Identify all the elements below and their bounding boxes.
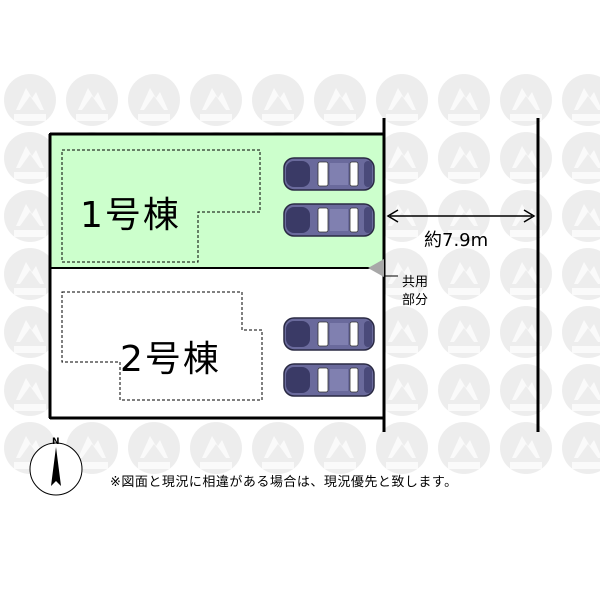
watermark-logo-icon <box>314 74 366 126</box>
watermark-logo-icon <box>500 74 552 126</box>
watermark-logo-icon <box>500 364 552 416</box>
lot1-label: 1号棟 <box>80 195 181 236</box>
watermark-logo-icon <box>438 248 490 300</box>
watermark-logo-icon <box>438 364 490 416</box>
watermark-logo-icon <box>500 248 552 300</box>
watermark-logo-icon <box>500 422 552 474</box>
arrowhead-left-icon <box>386 209 399 223</box>
watermark-logo-icon <box>4 190 56 242</box>
watermark-logo-icon <box>252 422 304 474</box>
watermark-logo-icon <box>4 364 56 416</box>
shared-part-label-line1: 共用 <box>402 275 429 290</box>
watermark-logo-icon <box>252 74 304 126</box>
watermark-logo-icon <box>128 74 180 126</box>
lot2-building-footprint <box>61 291 263 401</box>
north-arrow-icon <box>29 442 83 496</box>
car-icon <box>283 317 375 351</box>
watermark-logo-icon <box>562 248 600 300</box>
watermark-logo-icon <box>500 306 552 358</box>
road-width-label: 約7.9m <box>424 230 489 251</box>
watermark-logo-icon <box>314 422 366 474</box>
watermark-logo-icon <box>562 306 600 358</box>
watermark-logo-icon <box>190 422 242 474</box>
lot2-label: 2号棟 <box>120 339 221 380</box>
watermark-logo-icon <box>128 422 180 474</box>
shared-part-label-line2: 部分 <box>402 293 429 308</box>
watermark-logo-icon <box>4 74 56 126</box>
watermark-logo-icon <box>562 132 600 184</box>
disclaimer-text: ※図面と現況に相違がある場合は、現況優先と致します。 <box>110 475 458 490</box>
watermark-logo-icon <box>500 132 552 184</box>
watermark-logo-icon <box>438 422 490 474</box>
lot1-building-footprint <box>61 149 261 263</box>
watermark-logo-icon <box>438 132 490 184</box>
watermark-logo-icon <box>562 364 600 416</box>
watermark-logo-icon <box>562 422 600 474</box>
watermark-logo-icon <box>4 248 56 300</box>
watermark-logo-icon <box>562 190 600 242</box>
watermark-logo-icon <box>438 74 490 126</box>
watermark-logo-icon <box>4 306 56 358</box>
car-icon <box>283 157 375 191</box>
lot1-area <box>49 133 385 269</box>
shared-part-marker-icon <box>368 259 384 277</box>
north-label: N <box>52 437 60 447</box>
car-icon <box>283 363 375 397</box>
watermark-logo-icon <box>66 74 118 126</box>
car-icon <box>283 203 375 237</box>
watermark-logo-icon <box>190 74 242 126</box>
watermark-logo-icon <box>562 74 600 126</box>
watermark-logo-icon <box>4 132 56 184</box>
arrowhead-right-icon <box>523 209 536 223</box>
watermark-logo-icon <box>438 306 490 358</box>
